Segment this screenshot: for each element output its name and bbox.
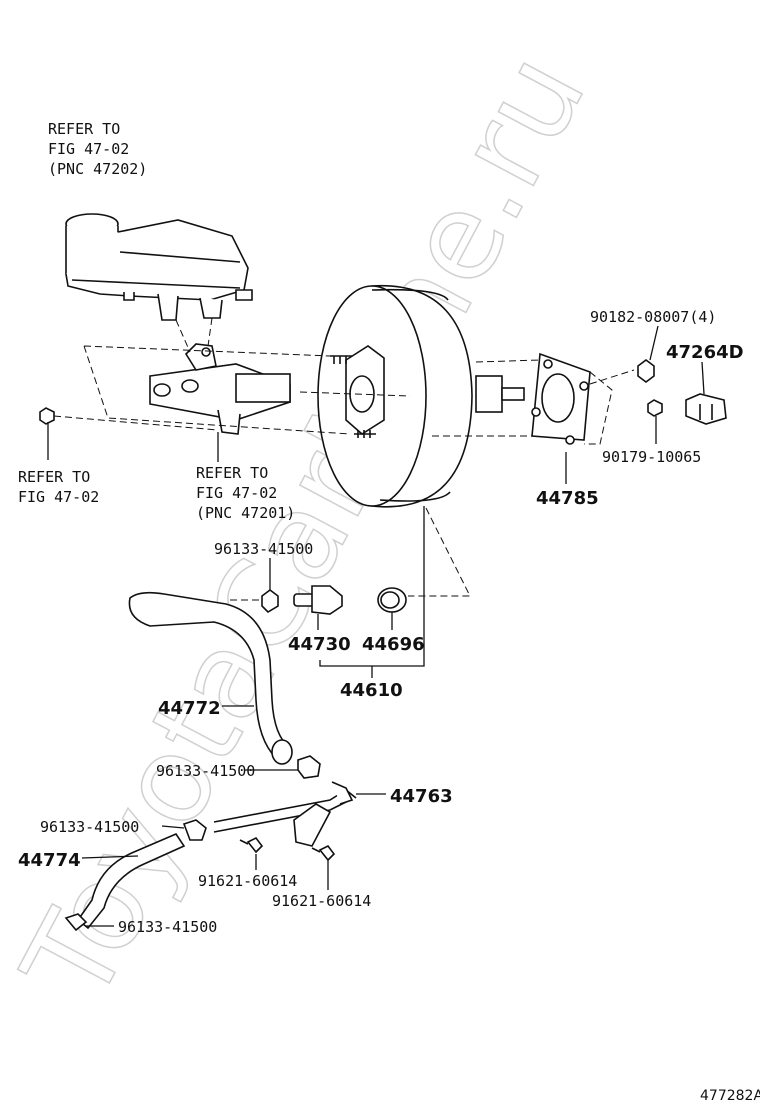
part-label-44763[interactable]: 44763 — [390, 786, 453, 807]
part-label-96133-41500-d[interactable]: 96133-41500 — [118, 918, 217, 936]
hose-44774-illustration — [64, 833, 186, 932]
nut-ref-illustration — [39, 407, 55, 425]
part-label-96133-41500-a[interactable]: 96133-41500 — [214, 540, 313, 558]
bolt-a-illustration — [239, 836, 264, 854]
part-label-44730[interactable]: 44730 — [288, 634, 351, 655]
cylinder-ref-line-3: (PNC 47201) — [196, 504, 295, 522]
nut-ref-line-2: FIG 47-02 — [18, 488, 99, 506]
gasket-dash — [432, 359, 635, 445]
reservoir-to-cylinder-dash — [175, 317, 213, 353]
part-label-90182-08007[interactable]: 90182-08007(4) — [590, 308, 716, 326]
cylinder-reference: REFER TO FIG 47-02 (PNC 47201) — [196, 464, 295, 522]
cylinder-ref-line-1: REFER TO — [196, 464, 268, 482]
valve-dash — [230, 507, 471, 601]
nut-90179-illustration — [647, 399, 663, 417]
part-label-44774[interactable]: 44774 — [18, 850, 81, 871]
reservoir-ref-line-1: REFER TO — [48, 120, 120, 138]
nut-ref-line-1: REFER TO — [18, 468, 90, 486]
hose-44772-illustration — [128, 591, 293, 765]
nut-ref-dash — [53, 415, 219, 431]
part-label-47264d[interactable]: 47264D — [666, 342, 744, 363]
bracket-47264d-illustration — [685, 393, 727, 425]
cylinder-ref-line-2: FIG 47-02 — [196, 484, 277, 502]
clamp-b-illustration — [297, 755, 321, 779]
part-label-44696[interactable]: 44696 — [362, 634, 425, 655]
reservoir-ref-line-3: (PNC 47202) — [48, 160, 147, 178]
reservoir-illustration — [65, 213, 253, 321]
part-label-96133-41500-b[interactable]: 96133-41500 — [156, 762, 255, 780]
gasket-illustration — [531, 352, 591, 445]
part-label-44610[interactable]: 44610 — [340, 680, 403, 701]
master-cylinder-illustration — [149, 343, 291, 435]
clamp-c-illustration — [182, 819, 207, 841]
grommet-44696-illustration — [377, 587, 407, 613]
brake-booster-illustration — [317, 284, 525, 508]
part-label-44772[interactable]: 44772 — [158, 698, 221, 719]
part-label-96133-41500-c[interactable]: 96133-41500 — [40, 818, 139, 836]
part-label-90179-10065[interactable]: 90179-10065 — [602, 448, 701, 466]
part-label-91621-60614-a[interactable]: 91621-60614 — [198, 872, 297, 890]
reservoir-ref-line-2: FIG 47-02 — [48, 140, 129, 158]
nut-reference: REFER TO FIG 47-02 — [18, 468, 99, 506]
tube-44763-illustration — [213, 781, 357, 847]
bolt-b-illustration — [311, 844, 336, 862]
cylinder-to-booster-dash — [83, 345, 411, 435]
part-label-91621-60614-b[interactable]: 91621-60614 — [272, 892, 371, 910]
watermark: ToyotaCarMine.ru — [0, 33, 613, 1025]
check-valve-44730-illustration — [293, 585, 343, 615]
part-label-44785[interactable]: 44785 — [536, 488, 599, 509]
leader-lines — [47, 325, 705, 927]
reservoir-reference: REFER TO FIG 47-02 (PNC 47202) — [48, 120, 147, 178]
diagram-id: 477282A — [700, 1088, 760, 1104]
nut-90182-illustration — [637, 359, 655, 383]
